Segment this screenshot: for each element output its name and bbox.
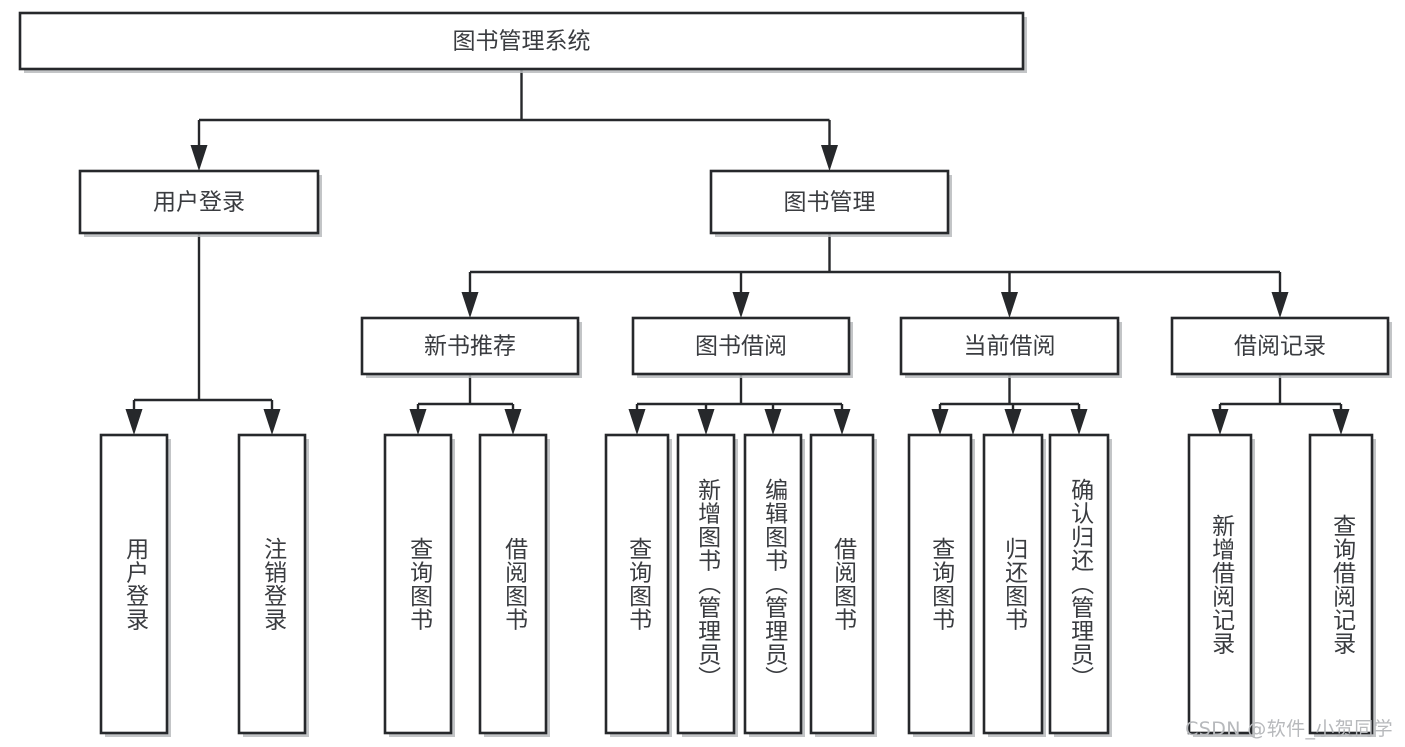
connector-arrowhead xyxy=(732,292,750,318)
node-label-l3-0: 新书推荐 xyxy=(424,334,516,360)
node-box-leaf-10[interactable] xyxy=(1048,433,1110,735)
node-label-l3-3: 借阅记录 xyxy=(1234,334,1326,360)
connector-arrowhead xyxy=(409,409,427,435)
node-box-leaf-3[interactable] xyxy=(478,433,548,735)
node-box-leaf-11[interactable] xyxy=(1187,433,1253,735)
connector-arrowhead xyxy=(697,409,715,435)
node-box-l3-0[interactable] xyxy=(360,316,580,376)
connector-arrowhead xyxy=(190,145,208,171)
connector-arrowhead xyxy=(833,409,851,435)
connector-arrowhead xyxy=(461,292,479,318)
node-box-leaf-8[interactable] xyxy=(907,433,973,735)
connector-arrowhead xyxy=(821,145,838,171)
connector-arrowhead xyxy=(1001,292,1018,318)
boxes-layer xyxy=(18,11,1392,737)
connector-arrowhead xyxy=(1271,292,1289,318)
connector-arrowhead xyxy=(504,409,522,435)
node-box-l3-1[interactable] xyxy=(631,316,851,376)
node-box-leaf-9[interactable] xyxy=(982,433,1044,735)
connector-arrowhead xyxy=(263,409,281,435)
node-box-leaf-12[interactable] xyxy=(1308,433,1374,735)
connector-arrowhead xyxy=(1004,409,1022,435)
connector-arrowhead xyxy=(1332,409,1350,435)
node-box-l2-0[interactable] xyxy=(78,169,320,235)
node-box-l2-1[interactable] xyxy=(709,169,950,235)
node-label-root-0: 图书管理系统 xyxy=(453,29,591,55)
node-box-leaf-0[interactable] xyxy=(99,433,169,735)
connector-arrowhead xyxy=(764,409,782,435)
connector-arrowhead xyxy=(931,409,949,435)
connector-arrowhead xyxy=(125,409,143,435)
connector-arrowhead xyxy=(628,409,646,435)
node-box-leaf-2[interactable] xyxy=(383,433,453,735)
csdn-watermark: CSDN @软件_小贺同学 xyxy=(1185,718,1393,740)
node-label-l2-0: 用户登录 xyxy=(153,190,245,216)
node-box-leaf-4[interactable] xyxy=(604,433,670,735)
node-box-l3-2[interactable] xyxy=(899,316,1120,376)
node-box-root-0[interactable] xyxy=(18,11,1025,71)
node-box-leaf-6[interactable] xyxy=(743,433,803,735)
node-box-l3-3[interactable] xyxy=(1170,316,1390,376)
connector-arrowhead xyxy=(1211,409,1229,435)
node-label-l3-1: 图书借阅 xyxy=(695,334,787,360)
node-box-leaf-1[interactable] xyxy=(237,433,307,735)
node-label-l2-1: 图书管理 xyxy=(784,190,876,216)
connector-arrowhead xyxy=(1070,409,1088,435)
node-box-leaf-7[interactable] xyxy=(809,433,875,735)
node-box-leaf-5[interactable] xyxy=(676,433,736,735)
connectors-layer xyxy=(125,69,1350,435)
node-label-l3-2: 当前借阅 xyxy=(964,334,1056,360)
